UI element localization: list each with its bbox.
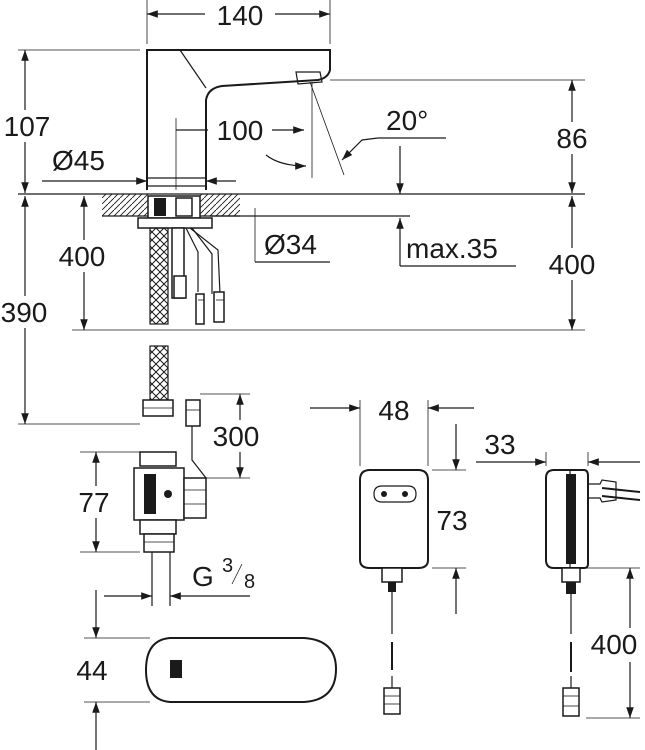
dim-140-label: 140 xyxy=(217,0,264,31)
dim-86: 86 xyxy=(330,79,596,193)
dim-max35-label: max.35 xyxy=(406,233,498,264)
dim-thread-num: 3 xyxy=(222,555,233,577)
dim-100-label: 100 xyxy=(217,115,264,146)
dim-107-label: 107 xyxy=(4,111,51,142)
dim-100: 100 xyxy=(175,82,313,190)
dim-48: 48 xyxy=(310,395,474,466)
dim-angle: 20° xyxy=(265,81,446,176)
dim-300-label: 300 xyxy=(213,421,260,452)
dim-73-label: 73 xyxy=(436,505,467,536)
dim-33-label: 33 xyxy=(484,429,515,460)
dim-hose-400-left: 400 xyxy=(52,196,585,331)
dim-33: 33 xyxy=(476,429,640,466)
dim-44: 44 xyxy=(76,590,150,750)
dim-thread: G 3 8 xyxy=(104,555,255,600)
dim-107: 107 xyxy=(0,49,140,193)
dim-adapter-400: 400 xyxy=(584,567,644,719)
dim-thread-g: G xyxy=(192,561,214,592)
dim-hose-400-right: 400 xyxy=(540,196,604,330)
dim-angle-label: 20° xyxy=(386,105,428,136)
power-adapter-side xyxy=(545,469,641,717)
dim-77: 77 xyxy=(68,451,140,553)
dim-d45: Ø45 xyxy=(42,145,236,185)
dim-44-label: 44 xyxy=(76,655,107,686)
mount-assembly xyxy=(137,195,225,325)
countertop xyxy=(18,193,585,217)
dim-73: 73 xyxy=(432,424,468,614)
dim-d45-label: Ø45 xyxy=(52,145,105,176)
dim-thread-den: 8 xyxy=(244,571,255,593)
power-adapter-front xyxy=(359,469,429,715)
dim-hose-400-right-label: 400 xyxy=(549,249,596,280)
solenoid-valve xyxy=(133,345,207,606)
dim-d34: Ø34 xyxy=(254,208,330,263)
dim-86-label: 86 xyxy=(556,123,587,154)
faucet-top-view xyxy=(144,637,338,703)
dim-adapter-400-label: 400 xyxy=(591,629,638,660)
dim-d34-label: Ø34 xyxy=(264,229,317,260)
faucet-body xyxy=(146,49,331,190)
dim-390: 390 xyxy=(0,196,140,425)
dim-hose-400-left-label: 400 xyxy=(59,241,106,272)
dim-77-label: 77 xyxy=(78,487,109,518)
dim-300: 300 xyxy=(200,393,268,479)
dim-390-label: 390 xyxy=(1,297,48,328)
dim-48-label: 48 xyxy=(378,395,409,426)
dim-140: 140 xyxy=(146,0,331,44)
dim-max35: max.35 xyxy=(396,146,516,267)
